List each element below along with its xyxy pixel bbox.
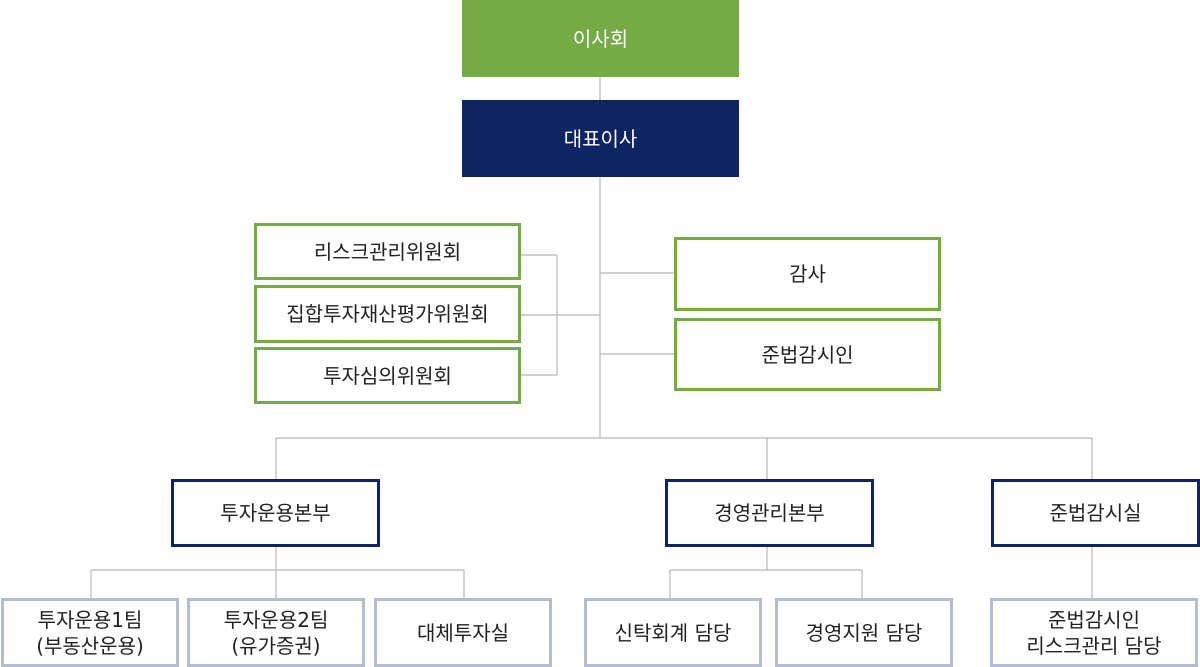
committee-label: 투자심의위원회 <box>323 363 452 388</box>
team-label: 투자운용1팀 (부동산운용) <box>36 607 144 658</box>
committee-risk-management: 리스크관리위원회 <box>254 223 521 280</box>
division-label: 준법감시실 <box>1049 501 1142 525</box>
team-management-support: 경영지원 담당 <box>775 598 953 667</box>
team-label: 신탁회계 담당 <box>614 620 732 645</box>
team-trust-accounting: 신탁회계 담당 <box>584 598 762 667</box>
staff-label: 감사 <box>789 262 826 286</box>
division-compliance-office: 준법감시실 <box>991 479 1200 547</box>
team-compliance-risk: 준법감시인 리스크관리 담당 <box>990 598 1198 667</box>
board-box: 이사회 <box>462 0 739 77</box>
committee-fund-asset-valuation: 집합투자재산평가위원회 <box>254 285 521 343</box>
staff-label: 준법감시인 <box>761 342 854 367</box>
team-label: 준법감시인 리스크관리 담당 <box>1026 607 1162 658</box>
team-label: 경영지원 담당 <box>805 620 923 645</box>
division-label: 투자운용본부 <box>220 501 331 525</box>
division-business-management: 경영관리본부 <box>665 479 874 547</box>
board-label: 이사회 <box>572 26 629 51</box>
staff-compliance-officer: 준법감시인 <box>674 318 941 391</box>
staff-audit: 감사 <box>674 237 941 311</box>
committee-label: 리스크관리위원회 <box>313 239 462 264</box>
division-investment-management: 투자운용본부 <box>171 479 380 547</box>
ceo-box: 대표이사 <box>462 100 739 177</box>
committee-investment-review: 투자심의위원회 <box>254 347 521 404</box>
team-label: 투자운용2팀 (유가증권) <box>223 607 329 658</box>
division-label: 경영관리본부 <box>714 501 825 525</box>
team-alternative-investment: 대체투자실 <box>374 598 552 667</box>
team-label: 대체투자실 <box>417 620 509 645</box>
committee-label: 집합투자재산평가위원회 <box>286 302 489 326</box>
ceo-label: 대표이사 <box>563 126 638 151</box>
team-investment-1: 투자운용1팀 (부동산운용) <box>1 598 179 667</box>
team-investment-2: 투자운용2팀 (유가증권) <box>187 598 365 667</box>
